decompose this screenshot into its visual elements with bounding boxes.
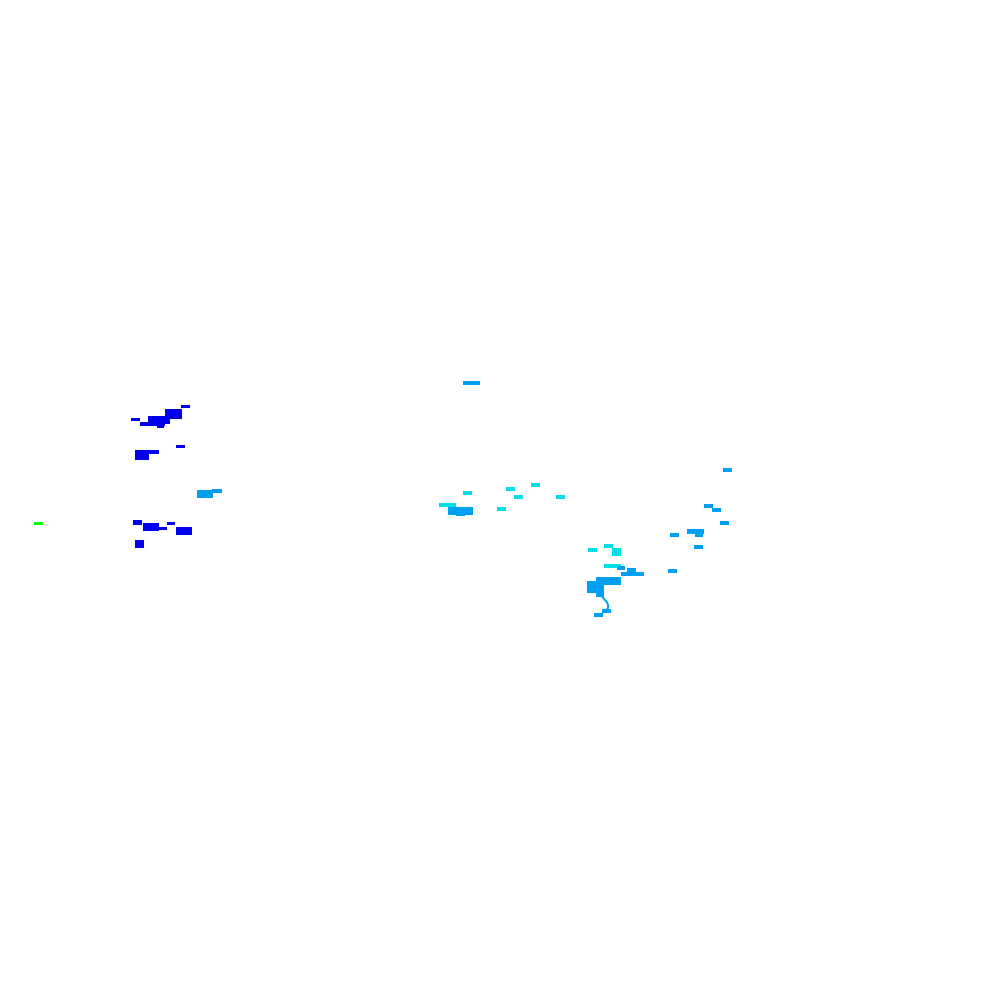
west-sky-blue-patch [197,489,222,498]
green-patch [34,522,43,525]
east-cyan-cluster [588,544,621,568]
west-dark-blue-cluster [131,405,192,548]
central-sky-blue-patch [448,507,473,516]
central-cyan-cluster [439,483,565,511]
central-north-patch [463,381,480,385]
east-sky-blue-cluster [587,468,732,617]
